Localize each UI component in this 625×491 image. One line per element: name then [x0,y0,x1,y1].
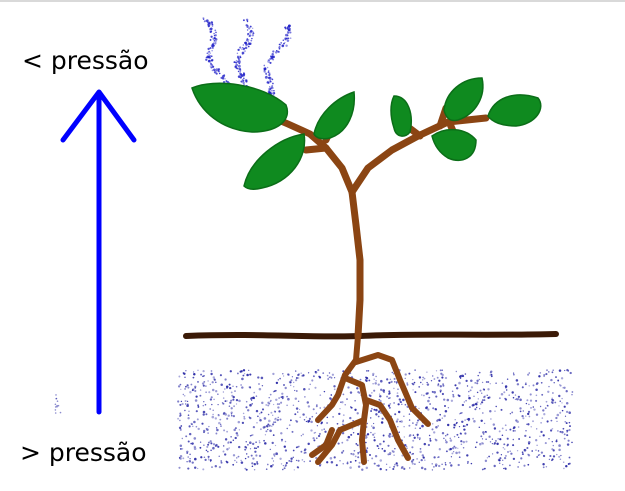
root-bottom-left [315,417,367,465]
twig-left [302,144,330,154]
branch-right [348,114,490,196]
leaf-far-right [487,94,542,127]
leaf-center-right [390,95,412,137]
root-right [353,352,431,427]
leaf-right-top [443,77,484,122]
pressure-arrow [60,89,137,415]
arrow-head [60,89,137,143]
soil-line [183,331,559,340]
leaf-center-left [313,90,356,140]
leaves [191,77,542,191]
main-stem [348,188,364,340]
leaf-right-mid [431,128,477,161]
root-left [315,333,361,423]
root-small [309,427,335,458]
top-border [0,0,625,2]
leaf-top-left [191,82,289,133]
high-pressure-label: > pressão [20,438,147,467]
root-center [342,375,369,465]
roots [309,333,431,465]
low-pressure-label: < pressão [22,46,149,75]
root-bottom-right [363,397,411,461]
leaf-left-lower [243,133,306,191]
